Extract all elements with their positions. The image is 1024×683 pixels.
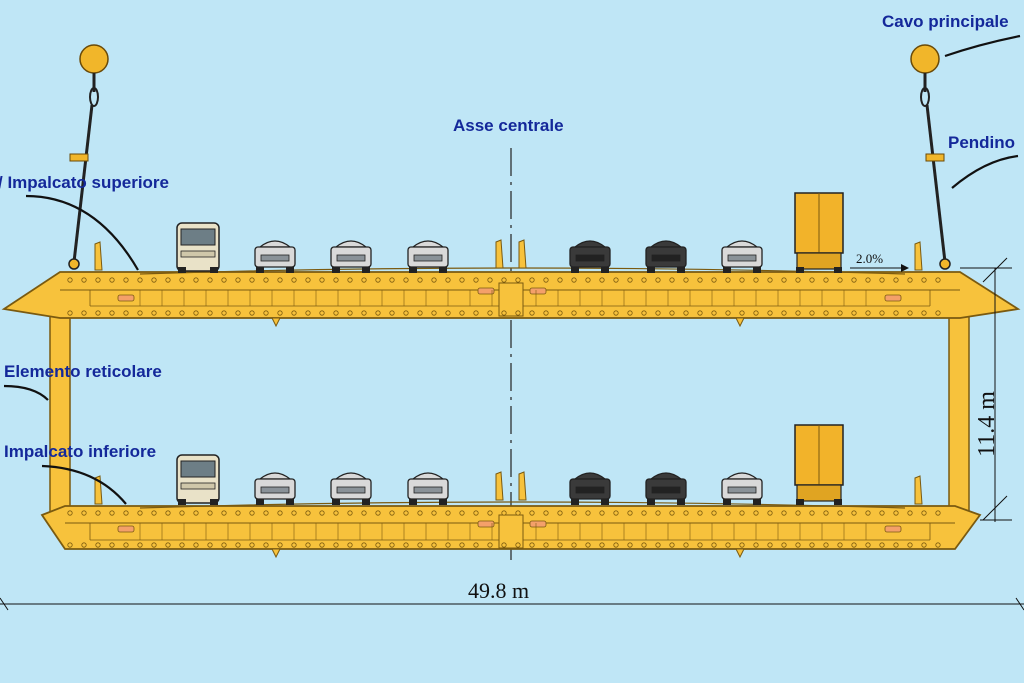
width-dimension (0, 597, 1024, 611)
vehicles-lower-deck (176, 424, 844, 505)
suspension-right (910, 44, 951, 270)
label-lower-deck: Impalcato inferiore (4, 442, 157, 461)
upper-deck (1, 267, 1021, 328)
label-truss-element: Elemento reticolare (4, 362, 162, 381)
lower-deck (40, 501, 982, 559)
label-upper-deck: / Impalcato superiore (0, 174, 169, 191)
height-label: 11.4 m (973, 391, 1000, 457)
vehicles-upper-deck (176, 192, 844, 273)
barriers (94, 239, 923, 505)
label-upper-deck-text: Impalcato superiore (7, 173, 170, 192)
cable-node-right (910, 44, 940, 74)
width-label: 49.8 m (468, 578, 530, 603)
label-hanger: Pendino (948, 133, 1016, 152)
slope-label: 2.0% (856, 251, 884, 266)
label-main-cable: Cavo principale (882, 12, 1009, 31)
height-dimension (960, 257, 1012, 522)
truss-post-left (49, 314, 71, 521)
label-centerline: Asse centrale (453, 116, 564, 135)
suspension-left (68, 44, 109, 270)
leader-lines (3, 34, 1021, 505)
cable-node-left (79, 44, 109, 74)
tick-mark: / (0, 173, 7, 192)
truss-post-right (948, 314, 970, 521)
